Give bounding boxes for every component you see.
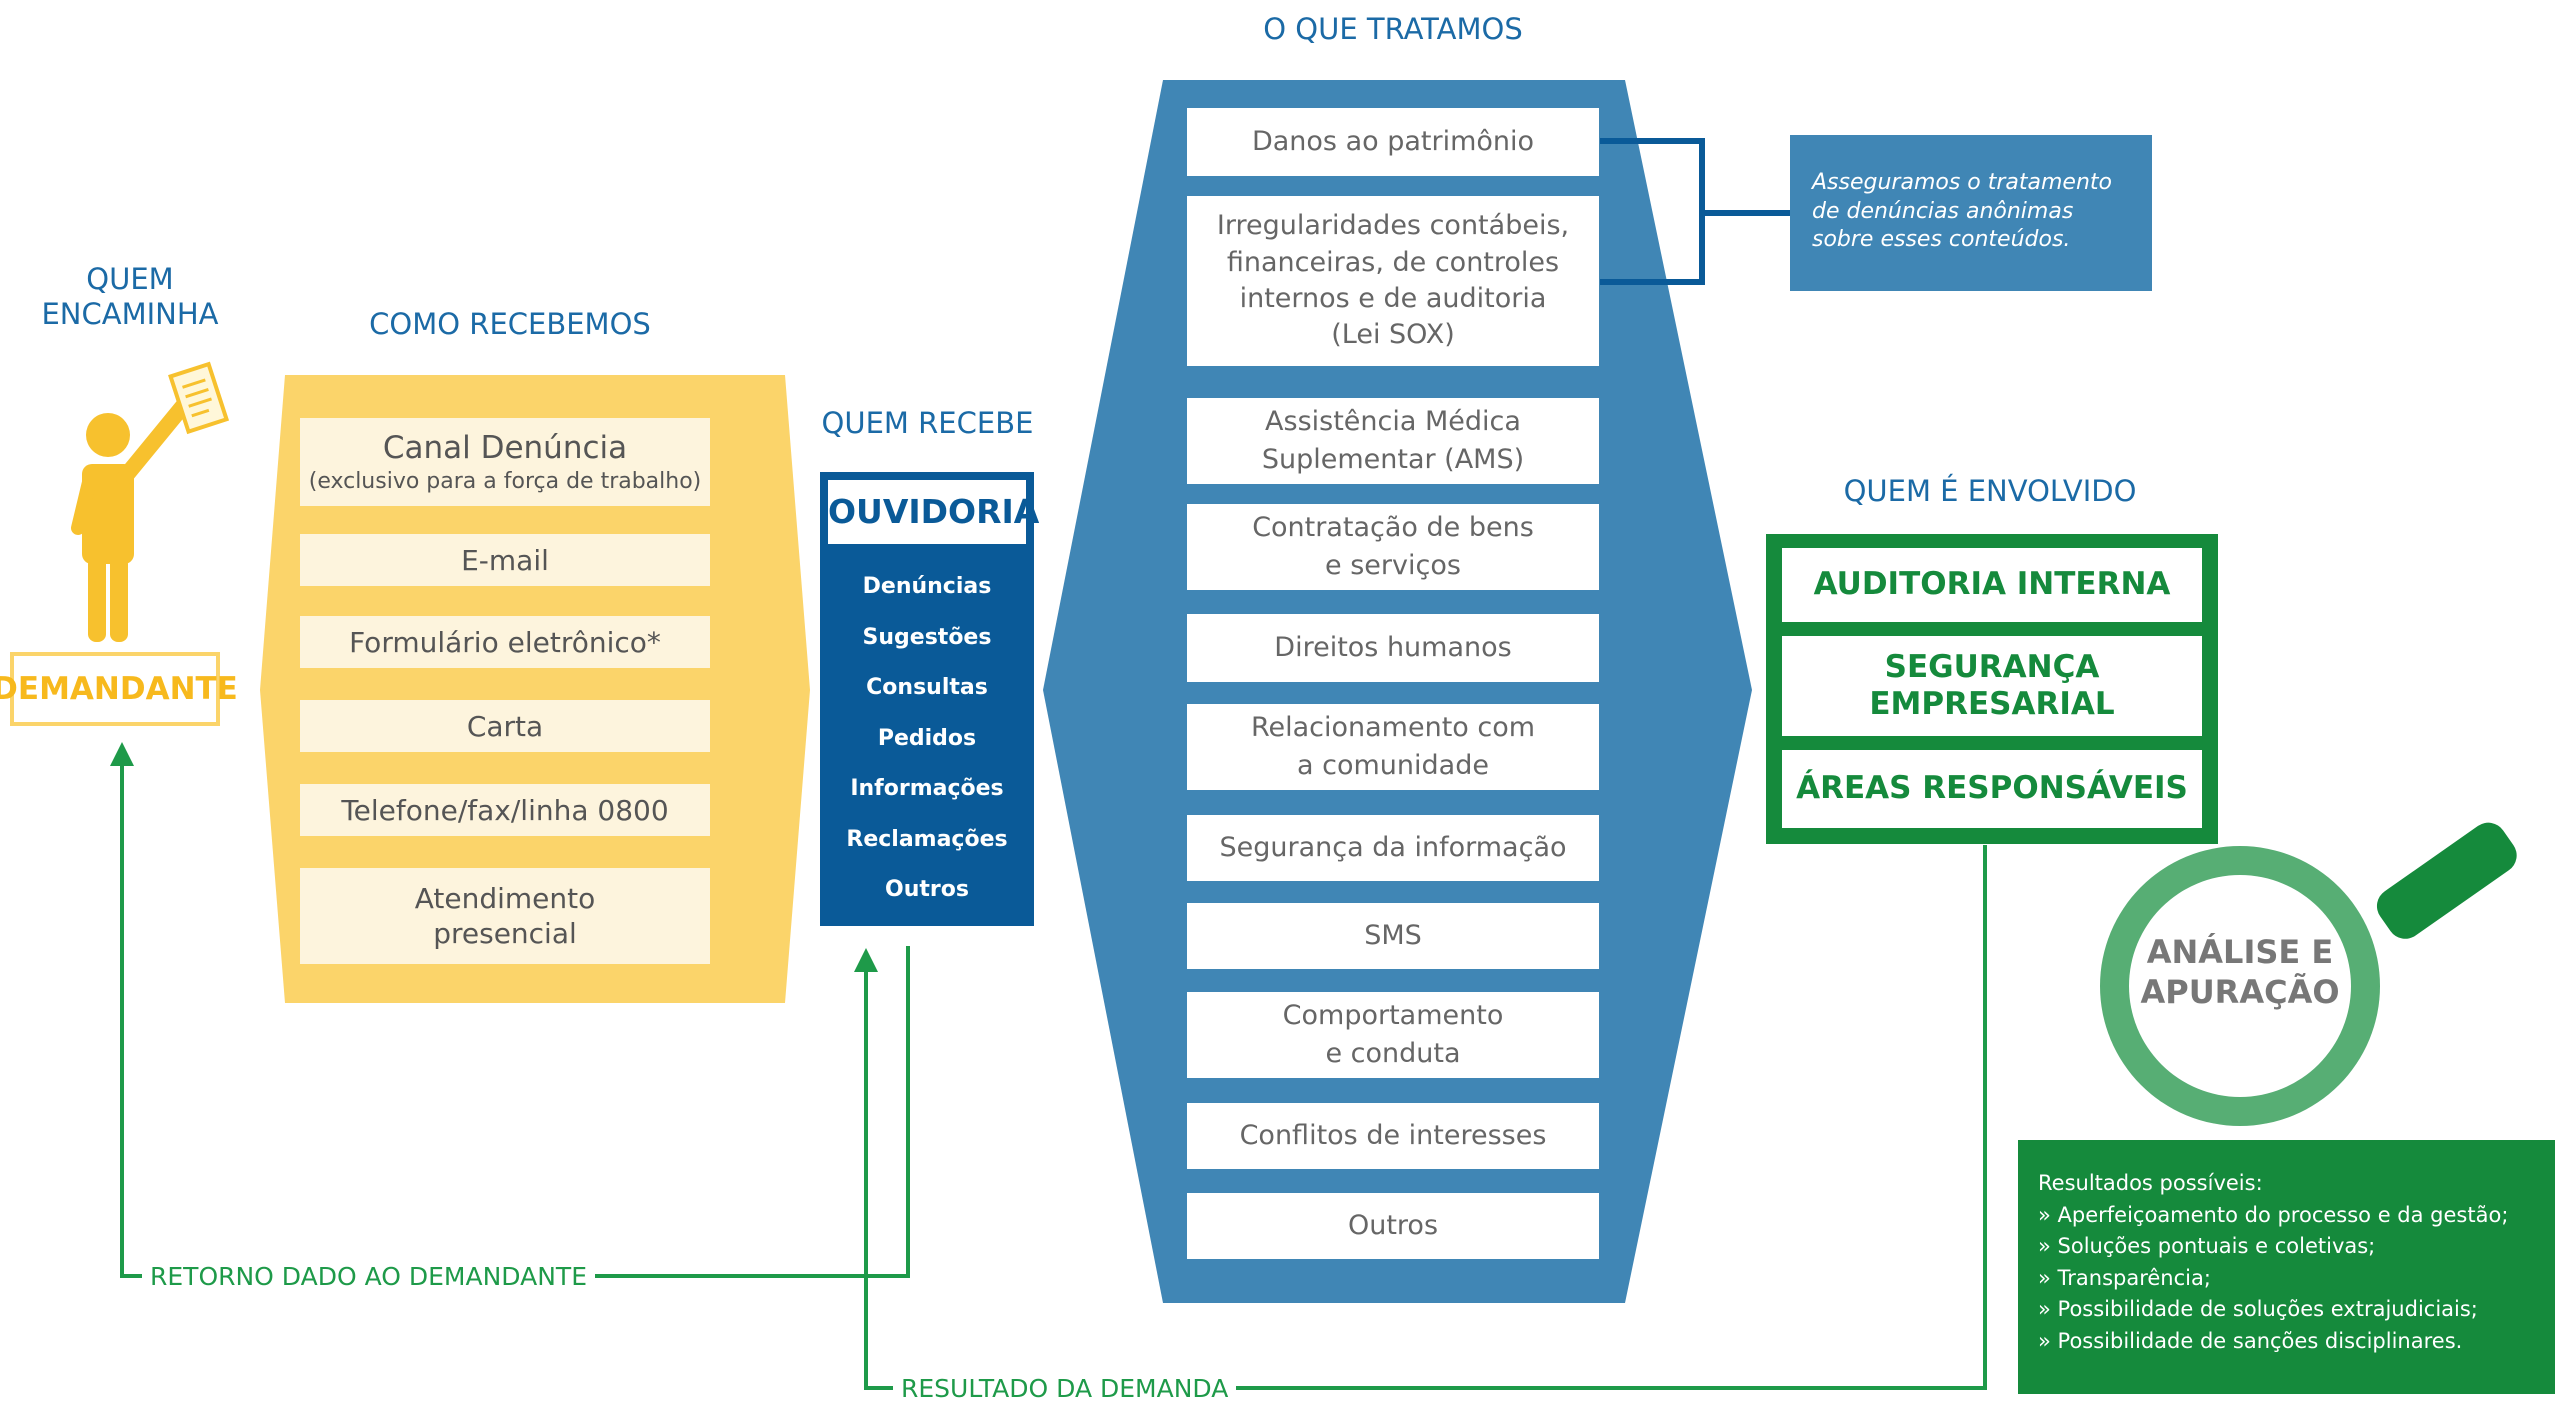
ouvidoria-item: Outros [885,877,969,902]
retorno-label: RETORNO DADO AO DEMANDANTE [142,1264,595,1289]
topic-comportamento: Comportamento e conduta [1187,992,1599,1078]
channel-title: Canal Denúncia [382,429,628,466]
demandante-box: DEMANDANTE [0,652,238,726]
channels-panel [260,375,810,1003]
header-quem-recebe: QUEM RECEBE [821,406,1034,440]
retorno-arrowhead [110,742,134,766]
topic-label: Assistência Médica Suplementar (AMS) [1261,406,1525,475]
topic-label: Relacionamento com a comunidade [1250,712,1536,781]
topic-seguranca-informacao: Segurança da informação [1187,815,1599,881]
ouvidoria-item: Consultas [866,675,988,700]
ouvidoria-box: OUVIDORIA Denúncias Sugestões Consultas … [820,472,1039,926]
topic-label: SMS [1364,920,1422,952]
topic-label: Danos ao patrimônio [1251,126,1535,158]
topic-conflitos: Conflitos de interesses [1187,1103,1599,1169]
magnifying-glass-icon [2100,822,2517,1126]
ouvidoria-item: Pedidos [877,725,977,751]
results-item: » Aperfeiçoamento do processo e da gestã… [2038,1202,2509,1227]
ouvidoria-item: Denúncias [862,574,992,599]
channel-carta: Carta [300,700,710,752]
topic-label: Irregularidades contábeis, financeiras, … [1216,210,1570,351]
topic-direitos-humanos: Direitos humanos [1187,614,1599,682]
topic-sms: SMS [1187,903,1599,969]
involved-seguranca: SEGURANÇA EMPRESARIAL [1782,636,2202,736]
topic-contratacao: Contratação de bens e serviços [1187,504,1599,590]
topic-label: Outros [1347,1210,1439,1242]
topic-danos: Danos ao patrimônio [1187,108,1599,176]
channel-canal-denuncia: Canal Denúncia (exclusivo para a força d… [300,418,710,506]
person-holding-document-icon [71,361,230,642]
channel-email: E-mail [300,534,710,586]
anonymous-bracket [1600,138,1790,285]
ouvidoria-item: Reclamações [846,826,1008,852]
header-o-que-tratamos: O QUE TRATAMOS [1263,12,1523,46]
resultado-label: RESULTADO DA DEMANDA [893,1376,1237,1401]
ouvidoria-item: Sugestões [862,624,992,650]
demandante-label: DEMANDANTE [0,671,238,707]
involved-areas: ÁREAS RESPONSÁVEIS [1782,750,2202,828]
results-item: » Possibilidade de sanções disciplinares… [2038,1328,2463,1353]
channel-subtitle: (exclusivo para a força de trabalho) [308,468,702,494]
topic-irregularidades: Irregularidades contábeis, financeiras, … [1187,196,1599,366]
channel-title: E-mail [461,543,549,577]
ouvidoria-title: OUVIDORIA [828,480,1039,544]
involved-label: SEGURANÇA EMPRESARIAL [1869,648,2115,722]
channel-telefone: Telefone/fax/linha 0800 [300,784,710,836]
resultado-arrowhead [854,948,878,972]
header-quem-envolvido: QUEM É ENVOLVIDO [1843,474,2137,508]
topic-label: Contratação de bens e serviços [1252,512,1534,581]
channel-title: Formulário eletrônico* [349,625,661,659]
involved-label: ÁREAS RESPONSÁVEIS [1796,770,2188,807]
results-item: » Possibilidade de soluções extrajudicia… [2038,1297,2478,1321]
results-title: Resultados possíveis: [2038,1171,2263,1195]
topic-relacionamento: Relacionamento com a comunidade [1187,704,1599,790]
ouvidoria-item: Informações [850,776,1004,801]
ouvidoria-list: Denúncias Sugestões Consultas Pedidos In… [828,562,1026,916]
topic-label: Conflitos de interesses [1239,1120,1547,1152]
involved-label: AUDITORIA INTERNA [1813,566,2171,603]
channel-title: Carta [466,709,544,743]
topic-label: Comportamento e conduta [1282,1000,1504,1069]
channel-title: Telefone/fax/linha 0800 [341,793,669,827]
header-como-recebemos: COMO RECEBEMOS [369,307,651,341]
resultado-flow-line [864,845,1987,1390]
anonymous-note: Asseguramos o tratamento de denúncias an… [1790,135,2152,291]
channel-formulario: Formulário eletrônico* [300,616,710,668]
results-item: » Soluções pontuais e coletivas; [2038,1234,2376,1258]
topic-outros: Outros [1187,1193,1599,1259]
results-item: » Transparência; [2038,1265,2211,1290]
topic-ams: Assistência Médica Suplementar (AMS) [1187,398,1599,484]
analysis-label: ANÁLISE E APURAÇÃO [2140,933,2340,1011]
channel-atendimento: Atendimento presencial [300,868,710,964]
anonymous-note-text: Asseguramos o tratamento de denúncias an… [1812,170,2112,253]
channel-title: Atendimento presencial [414,882,596,950]
header-quem-encaminha: QUEM ENCAMINHA [41,262,219,331]
results-box: Resultados possíveis: » Aperfeiçoamento … [2018,1140,2555,1394]
topic-label: Direitos humanos [1274,632,1512,664]
topic-label: Segurança da informação [1219,832,1567,864]
involved-auditoria: AUDITORIA INTERNA [1782,548,2202,622]
